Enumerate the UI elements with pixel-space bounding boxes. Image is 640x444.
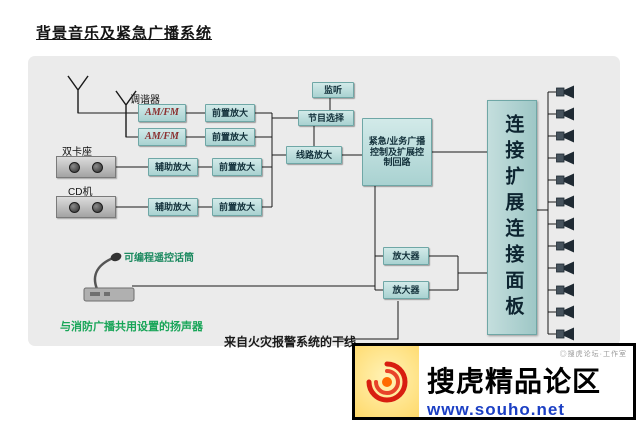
antenna-icon bbox=[115, 90, 137, 137]
cd-player-label: CD机 bbox=[68, 187, 93, 198]
pre-amp-box-1: 前置放大 bbox=[205, 104, 255, 122]
speaker-icon bbox=[557, 262, 575, 275]
shared-speakers-note: 与消防广播共用设置的扬声器 bbox=[60, 321, 203, 333]
tuner-amfm-box-2: AM/FM bbox=[138, 128, 186, 146]
tuner-amfm-box-1: AM/FM bbox=[138, 104, 186, 122]
dual-deck-label: 双卡座 bbox=[62, 147, 92, 158]
dual-deck-box bbox=[56, 156, 116, 178]
cd-disc-icon bbox=[69, 201, 80, 213]
speaker-icon bbox=[557, 328, 575, 341]
pre-amp-box-4: 前置放大 bbox=[212, 198, 262, 216]
speaker-icon bbox=[557, 240, 575, 253]
cd-player-box bbox=[56, 196, 116, 218]
aux-amp-box-2: 辅助放大 bbox=[148, 198, 198, 216]
speaker-icon bbox=[557, 196, 575, 209]
emergency-control-box: 紧急/业务广播控制及扩展控制回路 bbox=[362, 118, 432, 186]
power-amp-box-1: 放大器 bbox=[383, 247, 429, 265]
speaker-icon bbox=[557, 108, 575, 121]
spiral-flame-icon bbox=[366, 361, 408, 402]
microphone-icon bbox=[83, 252, 135, 302]
speaker-icon bbox=[557, 306, 575, 319]
souho-logo bbox=[355, 346, 419, 417]
speaker-icon bbox=[557, 152, 575, 165]
deck-reel-icon bbox=[92, 161, 103, 173]
line-amp-box: 线路放大 bbox=[286, 146, 342, 164]
speaker-icon bbox=[557, 174, 575, 187]
speaker-icon bbox=[557, 284, 575, 297]
pre-amp-box-2: 前置放大 bbox=[205, 128, 255, 146]
program-select-box: 节目选择 bbox=[298, 110, 354, 126]
power-amp-box-2: 放大器 bbox=[383, 281, 429, 299]
speaker-icon bbox=[557, 130, 575, 143]
site-url: www.souho.net bbox=[427, 400, 565, 419]
pre-amp-box-3: 前置放大 bbox=[212, 158, 262, 176]
tuner-label: 调谐器 bbox=[130, 95, 160, 106]
page-title: 背景音乐及紧急广播系统 bbox=[36, 25, 213, 42]
site-name: 搜虎精品论区 bbox=[427, 366, 602, 397]
speaker-icon bbox=[557, 218, 575, 231]
mic-label: 可编程遥控话筒 bbox=[124, 253, 194, 264]
speaker-icon bbox=[557, 86, 575, 99]
studio-note: ◎搜虎论坛·工作室 bbox=[559, 351, 627, 358]
speaker-column bbox=[557, 86, 575, 341]
antenna-icon bbox=[67, 75, 89, 113]
watermark-text: ◎搜虎论坛·工作室 搜虎精品论区 www.souho.net bbox=[419, 346, 633, 419]
expansion-panel-box: 连接扩展连接面板 bbox=[487, 100, 537, 335]
cd-disc-icon bbox=[92, 201, 103, 213]
aux-amp-box-1: 辅助放大 bbox=[148, 158, 198, 176]
watermark: ◎搜虎论坛·工作室 搜虎精品论区 www.souho.net bbox=[352, 343, 636, 420]
monitor-box: 监听 bbox=[312, 82, 354, 98]
deck-reel-icon bbox=[69, 161, 80, 173]
fire-alarm-note: 来自火灾报警系统的干线 bbox=[224, 335, 357, 349]
